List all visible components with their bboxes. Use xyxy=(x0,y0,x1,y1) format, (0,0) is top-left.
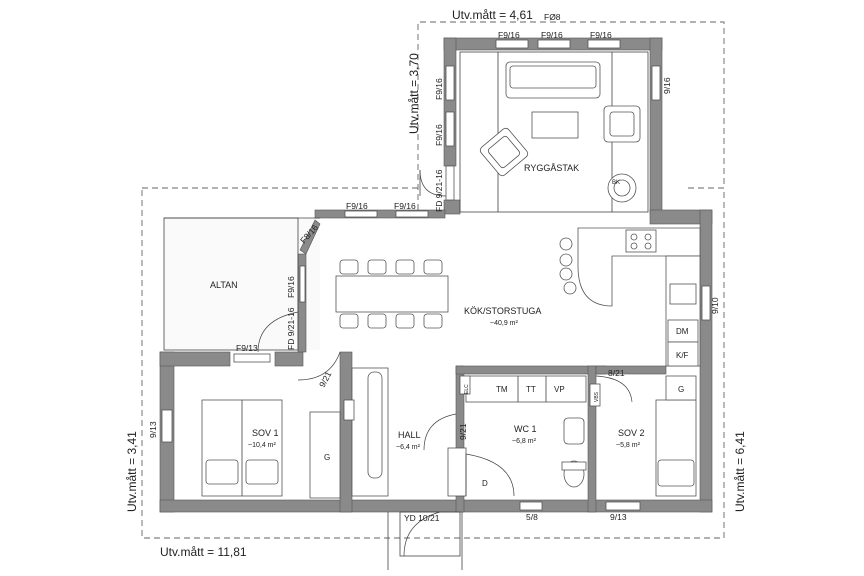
dim-left-lower: Utv.mått = 3,41 xyxy=(125,431,139,512)
door-821: 8/21 xyxy=(608,368,625,378)
dim-left-upper: Utv.mått = 3,70 xyxy=(407,53,421,134)
window-f913: F9/13 xyxy=(236,343,258,353)
door-921-sov1: 9/21 xyxy=(317,369,334,389)
room-altan: ALTAN xyxy=(210,280,238,290)
window-f916-a: F9/16 xyxy=(498,30,520,40)
window-913-left: 9/13 xyxy=(148,421,158,438)
bed-sov1 xyxy=(201,399,341,499)
dim-bottom: Utv.mått = 11,81 xyxy=(160,545,247,559)
window-f916-left-b: F9/16 xyxy=(434,124,444,146)
room-kok-area: ~40,9 m² xyxy=(490,320,518,327)
window-f916-top-b: F9/16 xyxy=(394,201,416,211)
window-fd-lower: FD 9/21-16 xyxy=(286,307,296,350)
window-f916-left-a: F9/16 xyxy=(434,78,444,100)
window-fo: FØ8 xyxy=(544,12,561,22)
room-hall-area: ~6,4 m² xyxy=(396,444,421,451)
room-sov2: SOV 2 xyxy=(618,428,645,438)
appliance-vbs: VBS xyxy=(594,391,600,402)
kitchen-island xyxy=(559,227,701,307)
window-fd-upper: FD 9/21-16 xyxy=(434,169,444,212)
room-hall: HALL xyxy=(398,430,421,440)
walls xyxy=(159,37,713,513)
window-symbols xyxy=(161,39,711,511)
room-sov2-area: ~5,8 m² xyxy=(616,442,641,449)
appliance-g-sov2: G xyxy=(678,385,684,394)
appliance-kf: K/F xyxy=(676,351,689,360)
lounge-furniture xyxy=(479,61,641,203)
dim-right: Utv.mått = 6,41 xyxy=(733,431,747,512)
window-f916-angled: F9/16 xyxy=(286,276,296,298)
appliance-vp: VP xyxy=(554,385,565,394)
appliance-elc: ELC xyxy=(464,384,470,394)
appliance-d: D xyxy=(482,479,488,488)
appliance-bk: BK xyxy=(612,180,620,186)
appliance-tt: TT xyxy=(526,385,536,394)
window-910: 9/10 xyxy=(710,297,720,314)
wc-fixtures xyxy=(447,375,587,497)
room-sov1-area: ~10,4 m² xyxy=(248,442,276,449)
window-f916-top-a: F9/16 xyxy=(346,201,368,211)
door-921-hall: 9/21 xyxy=(458,423,468,440)
door-arcs xyxy=(257,169,633,570)
window-58: 5/8 xyxy=(526,512,538,522)
appliance-g-sov1: G xyxy=(324,453,330,462)
window-f916-b: F9/16 xyxy=(541,30,563,40)
bed-sov2 xyxy=(589,375,697,497)
window-916-right: 9/16 xyxy=(662,77,672,94)
appliance-tm: TM xyxy=(496,385,508,394)
room-sov1: SOV 1 xyxy=(252,428,279,438)
window-f916-c: F9/16 xyxy=(590,30,612,40)
window-913-bottom: 9/13 xyxy=(610,512,627,522)
room-ryggastak: RYGGÅSTAK xyxy=(524,163,579,173)
dim-top: Utv.mått = 4,61 xyxy=(452,8,533,22)
dining-table xyxy=(335,259,449,329)
room-wc-area: ~6,8 m² xyxy=(512,438,537,445)
hall-cabinet xyxy=(343,367,389,497)
room-kok: KÖK/STORSTUGA xyxy=(464,306,541,316)
measurement-lines xyxy=(141,21,725,539)
room-wc: WC 1 xyxy=(514,424,537,434)
door-yd: YD 10/21 xyxy=(404,513,440,523)
appliance-dm: DM xyxy=(676,327,689,336)
kitchen-counter xyxy=(665,255,701,367)
